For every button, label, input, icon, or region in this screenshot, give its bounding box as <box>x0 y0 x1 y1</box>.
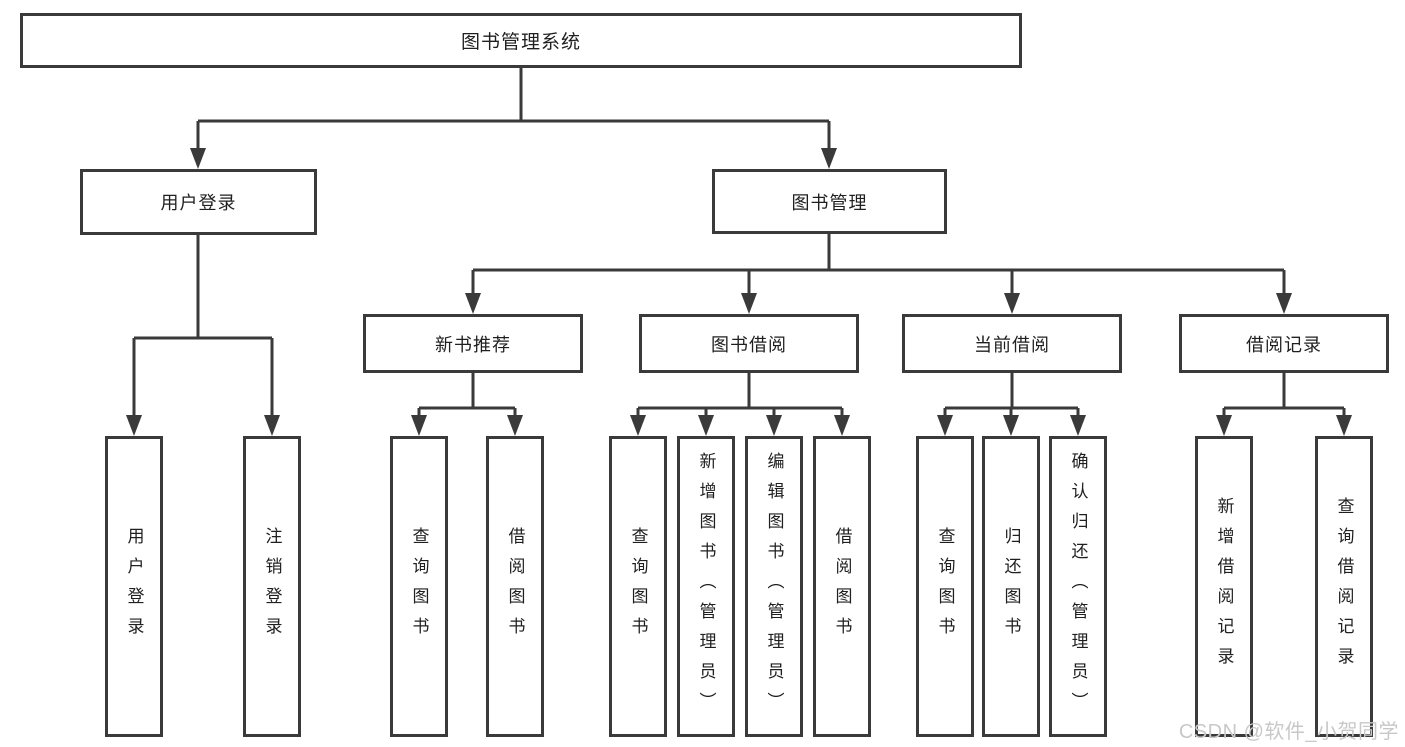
node-label: 借阅图书 <box>505 526 525 647</box>
leaf-edit-books-admin: 编辑图书（管理员） <box>745 436 803 737</box>
node-label: 编辑图书（管理员） <box>764 451 784 722</box>
leaf-query-borrow-record: 查询借阅记录 <box>1315 436 1373 737</box>
node-label: 图书管理系统 <box>460 32 581 53</box>
node-borrowing-records: 借阅记录 <box>1179 314 1389 373</box>
node-label: 新增借阅记录 <box>1214 496 1234 677</box>
node-label: 查询图书 <box>935 526 955 647</box>
node-label: 当前借阅 <box>974 334 1050 355</box>
node-label: 查询借阅记录 <box>1334 496 1354 677</box>
node-label: 图书管理 <box>791 192 868 213</box>
leaf-logout: 注销登录 <box>243 436 301 737</box>
leaf-user-login: 用户登录 <box>105 436 163 737</box>
leaf-query-books-borrow: 查询图书 <box>609 436 667 737</box>
node-library-management-system: 图书管理系统 <box>20 13 1022 68</box>
node-label: 查询图书 <box>628 526 648 647</box>
leaf-confirm-return-admin: 确认归还（管理员） <box>1049 436 1107 737</box>
node-book-management: 图书管理 <box>712 169 947 234</box>
node-label: 查询图书 <box>409 526 429 647</box>
node-label: 新增图书（管理员） <box>696 451 716 722</box>
leaf-return-books: 归还图书 <box>982 436 1040 737</box>
leaf-query-books-current: 查询图书 <box>916 436 974 737</box>
leaf-query-books-recommend: 查询图书 <box>390 436 448 737</box>
leaf-borrow-books-recommend: 借阅图书 <box>486 436 544 737</box>
node-label: 用户登录 <box>160 193 237 213</box>
node-new-book-recommendation: 新书推荐 <box>363 314 583 373</box>
csdn-watermark: CSDN @软件_小贺同学 <box>1178 721 1399 743</box>
node-label: 借阅图书 <box>832 526 852 647</box>
arrowheads <box>126 148 1352 436</box>
node-label: 借阅记录 <box>1246 334 1322 355</box>
node-label: 确认归还（管理员） <box>1068 451 1088 722</box>
node-label: 图书借阅 <box>711 334 787 355</box>
node-label: 归还图书 <box>1001 526 1021 647</box>
node-user-login: 用户登录 <box>80 169 317 235</box>
node-label: 用户登录 <box>124 526 144 647</box>
node-book-borrowing: 图书借阅 <box>639 314 859 373</box>
leaf-add-books-admin: 新增图书（管理员） <box>677 436 735 737</box>
leaf-add-borrow-record: 新增借阅记录 <box>1195 436 1253 737</box>
node-label: 新书推荐 <box>435 334 511 355</box>
node-current-borrowing: 当前借阅 <box>902 314 1122 373</box>
leaf-borrow-books: 借阅图书 <box>813 436 871 737</box>
node-label: 注销登录 <box>262 526 282 647</box>
